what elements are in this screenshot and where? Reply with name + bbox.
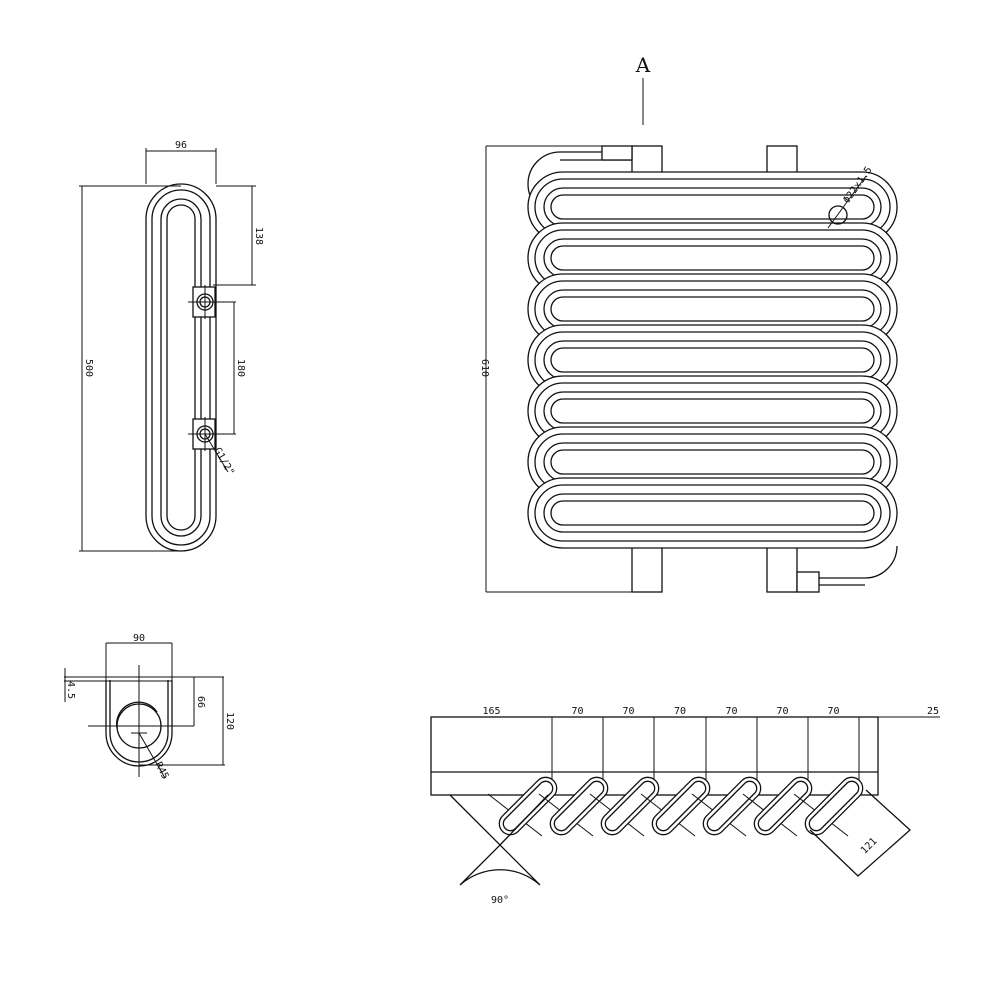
- dim-height: 610: [479, 359, 490, 377]
- tube-section: [600, 776, 660, 836]
- dim-offset: 70: [571, 706, 583, 717]
- dim-offset: 70: [725, 706, 737, 717]
- tube-section: [753, 776, 813, 836]
- dim-height: 500: [83, 359, 94, 377]
- dim-width: 96: [175, 140, 187, 151]
- view-label: A: [635, 53, 651, 77]
- dim-offset: 70: [827, 706, 839, 717]
- dim-radius: R45: [152, 760, 170, 781]
- dim-depth: 120: [224, 712, 235, 730]
- dim-offset: 70: [776, 706, 788, 717]
- dim-center-depth: 66: [195, 696, 206, 708]
- tube-section: [702, 776, 762, 836]
- dim-offset: 70: [674, 706, 686, 717]
- coil-tubes: [527, 151, 898, 586]
- tube-section: [804, 776, 864, 836]
- dim-offset: 70: [622, 706, 634, 717]
- thread-label: G1/2": [211, 446, 236, 478]
- tube-section: [651, 776, 711, 836]
- dim-offset: 25: [927, 706, 939, 717]
- coil-loop: [527, 477, 898, 549]
- dim-inlet-spacing: 180: [235, 359, 246, 377]
- dim-wall: 4.5: [65, 681, 76, 699]
- front-view: A 610 Φ22x1.5: [479, 53, 898, 593]
- angle-label: 90°: [491, 895, 509, 906]
- dim-tube-depth: 121: [859, 836, 880, 857]
- side-view: 96 138 500 180 G1/2": [79, 140, 264, 552]
- dim-top-to-inlet: 138: [253, 227, 264, 245]
- top-view: 165 70 70 70 70 70 70 25 90° 121: [430, 706, 940, 906]
- dim-width: 90: [133, 633, 145, 644]
- diagonal-tubes: [487, 776, 864, 837]
- dim-offset: 165: [482, 706, 500, 717]
- section-view: R45 90 4.5 66 120: [64, 633, 235, 781]
- tube-section: [549, 776, 609, 836]
